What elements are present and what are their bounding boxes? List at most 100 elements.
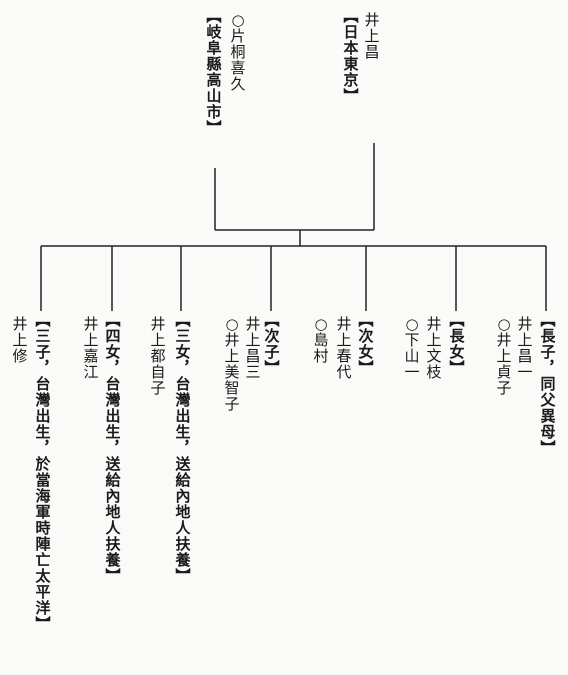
glyph: 異	[540, 407, 556, 425]
glyph: 村	[313, 347, 329, 365]
glyph: 四	[105, 327, 121, 345]
glyph: 井	[426, 315, 442, 333]
glyph: 貞	[496, 363, 512, 381]
glyph: 給	[175, 471, 191, 489]
glyph: ︻	[105, 311, 121, 329]
glyph: 文	[426, 347, 442, 365]
glyph: ︼	[540, 439, 556, 457]
glyph: 內	[105, 487, 121, 505]
glyph: 阜	[206, 39, 222, 57]
child-name: 井上昌三	[245, 316, 261, 380]
glyph: 軍	[35, 503, 51, 521]
glyph: ︼	[264, 359, 280, 377]
child-note: ︻長子︐同父異母︼	[540, 312, 556, 456]
glyph: 井	[517, 315, 533, 333]
glyph: ︼	[105, 567, 121, 585]
glyph: 上	[245, 331, 261, 349]
glyph: 井	[245, 315, 261, 333]
glyph: 上	[517, 331, 533, 349]
glyph: ︐	[540, 359, 556, 377]
glyph: 海	[35, 487, 51, 505]
glyph: ︻	[343, 7, 359, 25]
glyph: 生	[105, 423, 121, 441]
glyph: 母	[540, 423, 556, 441]
mother-name: ○片桐喜久	[230, 12, 246, 92]
glyph: 一	[404, 363, 420, 381]
glyph: 嘉	[83, 347, 99, 365]
glyph: 子	[496, 379, 512, 397]
glyph: 台	[105, 375, 121, 393]
glyph: ︼	[449, 359, 465, 377]
glyph: ○	[405, 315, 419, 333]
child-name: 井上文枝	[426, 316, 442, 380]
glyph: ○	[225, 315, 239, 333]
glyph: 下	[404, 331, 420, 349]
glyph: 洋	[35, 599, 51, 617]
glyph: 女	[358, 343, 374, 361]
glyph: 喜	[230, 59, 246, 77]
glyph: ︻	[35, 311, 51, 329]
glyph: 長	[449, 327, 465, 345]
glyph: 上	[150, 331, 166, 349]
child-note: ︻四女︐台灣出生︐送給內地人扶養︼	[105, 312, 121, 584]
glyph: 台	[35, 375, 51, 393]
glyph: 地	[175, 503, 191, 521]
glyph: 高	[206, 71, 222, 89]
glyph: 送	[175, 455, 191, 473]
glyph: ︐	[175, 439, 191, 457]
glyph: ︻	[264, 311, 280, 329]
glyph: 上	[336, 331, 352, 349]
glyph: 東	[343, 55, 359, 73]
glyph: 井	[336, 315, 352, 333]
glyph: 枝	[426, 363, 442, 381]
glyph: 江	[83, 363, 99, 381]
glyph: 內	[175, 487, 191, 505]
glyph: 昌	[364, 43, 380, 61]
glyph: 井	[83, 315, 99, 333]
glyph: 女	[175, 343, 191, 361]
glyph: 自	[150, 363, 166, 381]
glyph: 市	[206, 103, 222, 121]
glyph: 岐	[206, 23, 222, 41]
child-note: ︻三女︐台灣出生︐送給內地人扶養︼	[175, 312, 191, 584]
glyph: 送	[105, 455, 121, 473]
glyph: 出	[35, 407, 51, 425]
glyph: 一	[517, 363, 533, 381]
glyph: 人	[105, 519, 121, 537]
glyph: 子	[150, 379, 166, 397]
glyph: 子	[224, 395, 240, 413]
glyph: ︐	[35, 359, 51, 377]
glyph: 養	[175, 551, 191, 569]
glyph: ○	[231, 11, 245, 29]
glyph: 三	[175, 327, 191, 345]
child-spouse: ○島村	[313, 316, 329, 364]
glyph: 井	[224, 331, 240, 349]
glyph: 陣	[35, 535, 51, 553]
glyph: ︻	[540, 311, 556, 329]
glyph: 三	[245, 363, 261, 381]
glyph: 日	[343, 23, 359, 41]
glyph: 井	[496, 331, 512, 349]
glyph: ︻	[175, 311, 191, 329]
glyph: 當	[35, 471, 51, 489]
glyph: ︻	[449, 311, 465, 329]
glyph: 生	[35, 423, 51, 441]
glyph: 同	[540, 375, 556, 393]
glyph: 縣	[206, 55, 222, 73]
glyph: 都	[150, 347, 166, 365]
glyph: ︼	[358, 359, 374, 377]
glyph: ︼	[175, 567, 191, 585]
glyph: 平	[35, 583, 51, 601]
child-name: 井上昌一	[517, 316, 533, 380]
glyph: 三	[35, 327, 51, 345]
glyph: 山	[404, 347, 420, 365]
glyph: 片	[230, 27, 246, 45]
glyph: 灣	[105, 391, 121, 409]
child-spouse: ○井上貞子	[496, 316, 512, 396]
glyph: 昌	[245, 347, 261, 365]
child-note: ︻三子︐台灣出生︐於當海軍時陣亡太平洋︼	[35, 312, 51, 632]
glyph: 昌	[517, 347, 533, 365]
glyph: 出	[105, 407, 121, 425]
glyph: 上	[12, 331, 28, 349]
glyph: 養	[105, 551, 121, 569]
